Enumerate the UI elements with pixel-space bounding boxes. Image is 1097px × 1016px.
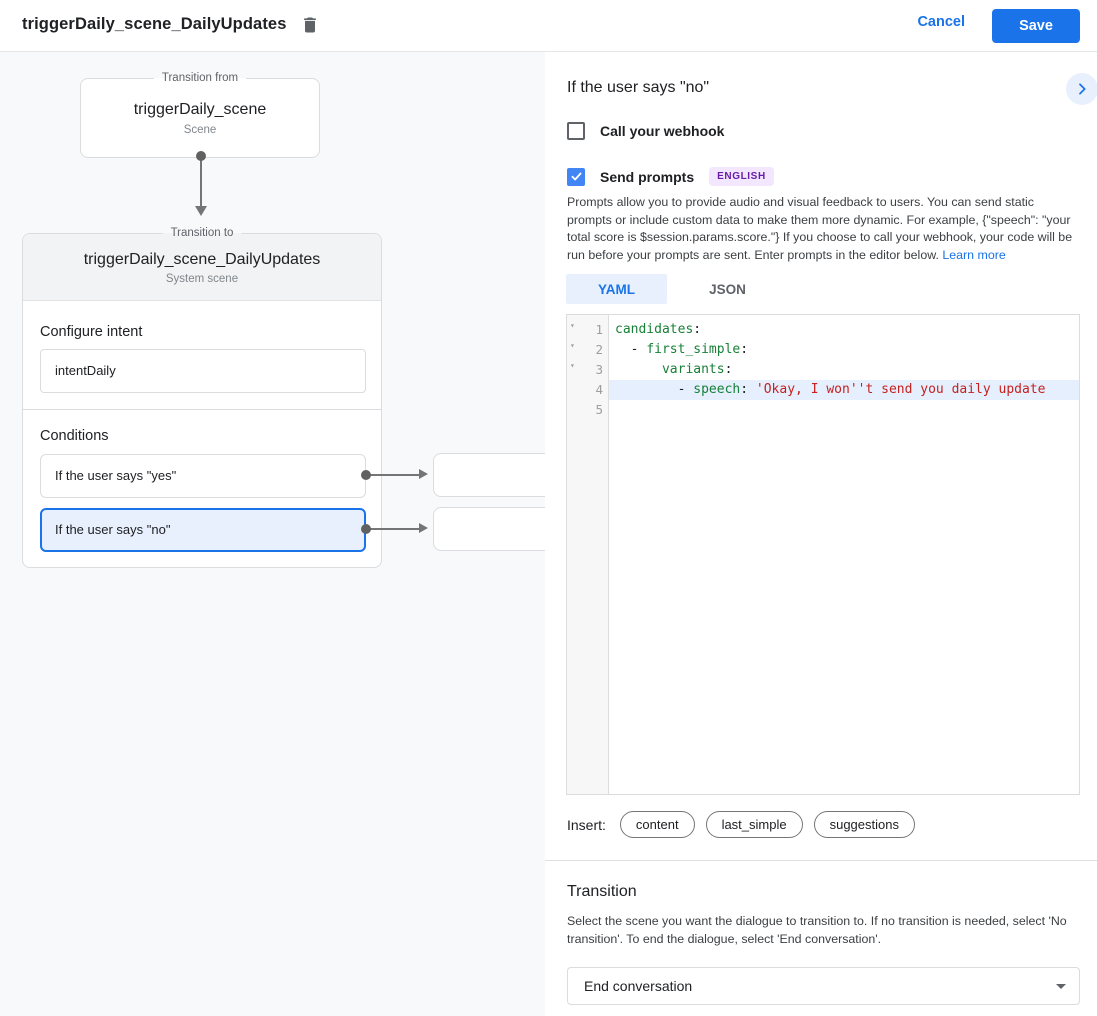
gutter-row[interactable]: ▾2 (567, 340, 608, 360)
from-scene-type: Scene (183, 124, 217, 136)
line-number: 2 (595, 342, 603, 357)
connector-dot (361, 524, 371, 534)
code-token-p: - (615, 342, 647, 357)
webhook-row: Call your webhook (567, 122, 724, 140)
call-webhook-checkbox[interactable] (567, 122, 585, 140)
send-prompts-label: Send prompts (600, 168, 695, 185)
insert-chip-content[interactable]: content (619, 811, 695, 838)
code-token-key: speech (693, 382, 741, 397)
connector-line (366, 528, 419, 530)
editor-code-area[interactable]: candidates: - first_simple: variants: - … (609, 315, 1079, 794)
insert-row: Insert: content last_simple suggestions (567, 811, 915, 838)
gutter-row[interactable]: ▾3 (567, 360, 608, 380)
gutter-row: 4 (567, 380, 608, 400)
call-webhook-label: Call your webhook (600, 123, 725, 139)
line-number: 4 (595, 382, 603, 397)
transition-section-title: Transition (567, 883, 637, 900)
send-prompts-row: Send prompts ENGLISH (567, 167, 774, 186)
trash-icon (304, 17, 316, 32)
line-number: 5 (595, 402, 603, 417)
gutter-row[interactable]: ▾1 (567, 320, 608, 340)
collapse-panel-button[interactable] (1066, 73, 1097, 105)
from-scene-name: triggerDaily_scene (133, 101, 267, 118)
transition-description: Select the scene you want the dialogue t… (567, 914, 1067, 946)
transition-to-legend: Transition to (162, 226, 242, 240)
save-button[interactable]: Save (992, 9, 1080, 43)
delete-button[interactable] (297, 13, 323, 39)
conditions-label: Conditions (40, 428, 109, 444)
code-token-key: first_simple (646, 342, 741, 357)
section-divider (23, 409, 381, 410)
condition-item-no[interactable]: If the user says "no" (40, 508, 366, 552)
target-scene-box[interactable] (433, 507, 545, 551)
send-prompts-checkbox[interactable] (567, 167, 585, 186)
check-icon (571, 172, 581, 181)
code-token-p: - (615, 382, 694, 397)
language-badge: ENGLISH (709, 167, 774, 186)
fold-arrow-icon[interactable]: ▾ (570, 341, 575, 350)
insert-chip-last-simple[interactable]: last_simple (705, 811, 803, 838)
code-line[interactable]: - speech: 'Okay, I won''t send you daily… (609, 380, 1079, 400)
line-number: 1 (595, 322, 603, 337)
intent-item[interactable]: intentDaily (40, 349, 366, 393)
to-scene-name: triggerDaily_scene_DailyUpdates (83, 251, 321, 268)
code-token-str: 'Okay, I won''t send you daily update (755, 382, 1046, 397)
to-scene-header[interactable]: triggerDaily_scene_DailyUpdates System s… (23, 234, 381, 301)
learn-more-link[interactable]: Learn more (942, 247, 1006, 262)
to-scene-type: System scene (165, 273, 239, 285)
transition-select[interactable]: End conversation (567, 967, 1080, 1005)
transition-from-box[interactable]: triggerDaily_scene Scene (80, 78, 320, 158)
fold-arrow-icon[interactable]: ▾ (570, 321, 575, 330)
dropdown-caret-icon (1056, 984, 1066, 989)
connector-dot (196, 151, 206, 161)
insert-chip-suggestions[interactable]: suggestions (813, 811, 915, 838)
arrow-down-icon (195, 206, 207, 216)
code-line[interactable]: variants: (609, 360, 1079, 380)
connector-line (200, 156, 202, 206)
code-token-p (615, 362, 662, 377)
code-token-key: variants (661, 362, 725, 377)
chevron-right-icon (1079, 83, 1086, 95)
code-line[interactable]: - first_simple: (609, 340, 1079, 360)
panel-title: If the user says "no" (567, 79, 710, 96)
cancel-button[interactable]: Cancel (917, 14, 965, 30)
code-token-p: : (724, 362, 733, 377)
code-token-p: : (740, 342, 749, 357)
condition-detail-panel: If the user says "no" Call your webhook … (545, 52, 1097, 1016)
condition-item-yes[interactable]: If the user says "yes" (40, 454, 366, 498)
tab-json[interactable]: JSON (709, 281, 746, 297)
prompts-description-text: Prompts allow you to provide audio and v… (567, 195, 1073, 262)
panel-divider (545, 860, 1097, 861)
code-line[interactable]: candidates: (609, 320, 1079, 340)
line-number: 3 (595, 362, 603, 377)
arrow-right-icon (419, 523, 428, 533)
gutter-row: 5 (567, 400, 608, 420)
page-title: triggerDaily_scene_DailyUpdates (22, 15, 287, 33)
connector-dot (361, 470, 371, 480)
insert-label: Insert: (567, 816, 606, 833)
top-bar: triggerDaily_scene_DailyUpdates Cancel S… (0, 0, 1097, 52)
code-token-key: candidates (615, 322, 694, 337)
code-token-p: : (740, 382, 756, 397)
configure-intent-label: Configure intent (40, 324, 143, 340)
transition-from-legend: Transition from (153, 71, 247, 85)
connector-line (366, 474, 419, 476)
code-token-p: : (693, 322, 702, 337)
fold-arrow-icon[interactable]: ▾ (570, 361, 575, 370)
code-line[interactable] (609, 400, 1079, 420)
transition-select-value: End conversation (584, 978, 693, 994)
transition-to-box: triggerDaily_scene_DailyUpdates System s… (22, 233, 382, 568)
arrow-right-icon (419, 469, 428, 479)
target-scene-box[interactable] (433, 453, 545, 497)
prompts-description: Prompts allow you to provide audio and v… (567, 194, 1081, 264)
tab-yaml[interactable]: YAML (566, 274, 667, 304)
scene-flow-canvas: Transition from triggerDaily_scene Scene… (0, 52, 545, 1016)
